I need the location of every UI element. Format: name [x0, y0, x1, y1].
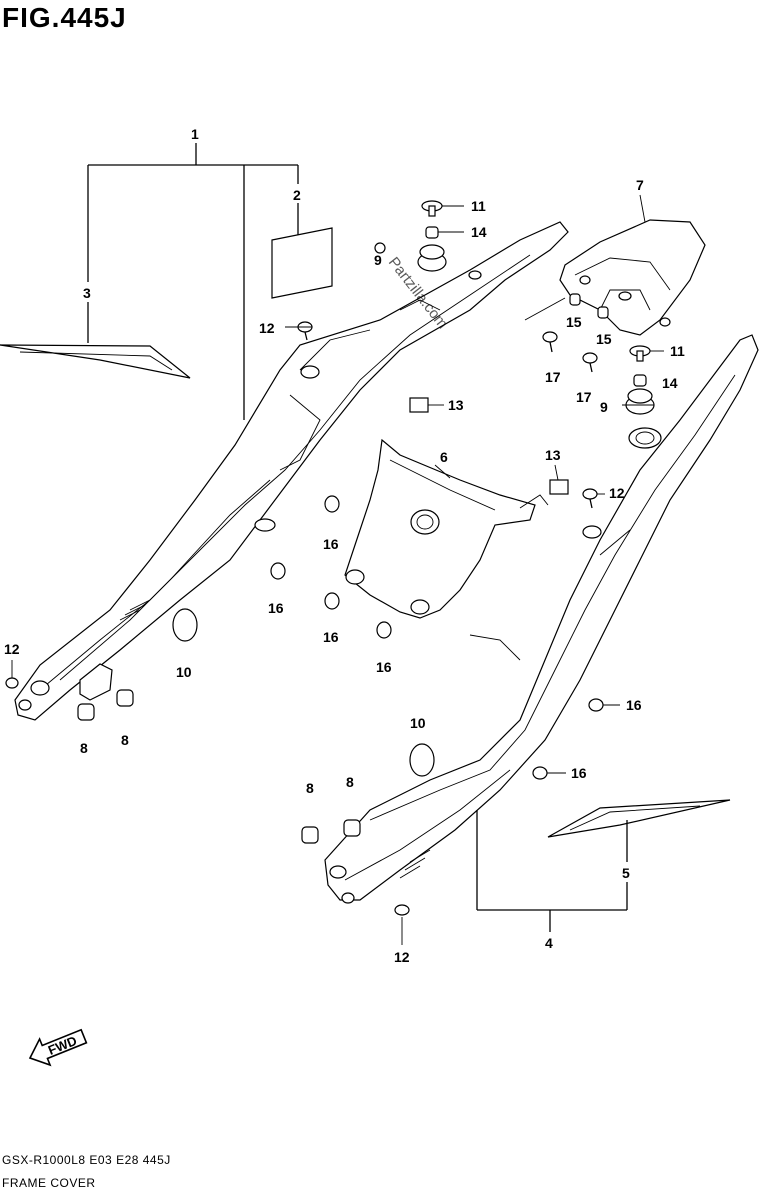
tail-cowl-part-7	[559, 219, 706, 336]
callout-8-c: 8	[306, 780, 314, 796]
callout-16-a: 16	[323, 536, 339, 552]
callout-8-d: 8	[346, 774, 354, 790]
fwd-arrow-icon: FWD	[28, 1028, 88, 1067]
callout-14-a: 14	[471, 224, 487, 240]
bracket-part-1	[87, 143, 299, 420]
callout-15-a: 15	[566, 314, 582, 330]
callout-2: 2	[293, 187, 301, 203]
section-name: FRAME COVER	[2, 1176, 96, 1190]
callout-1: 1	[191, 126, 199, 142]
decal-part-3	[0, 344, 191, 379]
model-code: GSX-R1000L8 E03 E28 445J	[2, 1153, 171, 1167]
collar-15-b	[597, 306, 609, 319]
callout-12-c: 12	[4, 641, 20, 657]
grommet-8-left-b	[116, 689, 134, 707]
callout-16-c: 16	[323, 629, 339, 645]
clip-16-d	[376, 621, 392, 639]
callout-12-b: 12	[609, 485, 625, 501]
screw-12-bottom	[394, 904, 410, 916]
clip-13-right	[549, 479, 569, 495]
callout-3: 3	[83, 285, 91, 301]
callout-9-b: 9	[600, 399, 608, 415]
decal-part-2	[271, 227, 333, 299]
grommet-9-right	[625, 388, 655, 415]
callout-16-b: 16	[268, 600, 284, 616]
callout-16-e: 16	[626, 697, 642, 713]
cushion-10-left	[172, 608, 198, 642]
callout-14-b: 14	[662, 375, 678, 391]
callout-11-b: 11	[670, 343, 685, 359]
screw-11-top	[421, 200, 443, 217]
callout-8-a: 8	[80, 740, 88, 756]
callout-8-b: 8	[121, 732, 129, 748]
decal-part-5	[547, 799, 731, 838]
collar-15-a	[569, 293, 581, 306]
screw-11-right	[629, 345, 651, 362]
callout-17-b: 17	[576, 389, 592, 405]
fwd-arrow-label: FWD	[46, 1033, 79, 1058]
grommet-9-top	[374, 242, 447, 272]
callout-13-a: 13	[448, 397, 464, 413]
callout-17-a: 17	[545, 369, 561, 385]
collar-14-top	[425, 226, 439, 239]
figure-title: FIG.445J	[2, 2, 127, 33]
screw-17-a	[542, 331, 558, 353]
callout-labels: 1 2 3 4 5 6 7 8 8 8 8 9 9 10 10 11 11 12…	[4, 126, 685, 965]
callout-12-d: 12	[394, 949, 410, 965]
callout-5: 5	[622, 865, 630, 881]
callout-6: 6	[440, 449, 448, 465]
callout-13-b: 13	[545, 447, 561, 463]
screw-12-center	[582, 488, 598, 509]
bracket-part-4	[476, 810, 628, 932]
collar-14-right	[633, 374, 647, 387]
grommet-8-right-b	[343, 819, 361, 837]
cushion-10-right	[409, 743, 435, 777]
callout-11-a: 11	[471, 198, 486, 214]
callout-15-b: 15	[596, 331, 612, 347]
clip-16-f	[532, 766, 548, 780]
grommet-8-left-a	[77, 703, 95, 721]
left-frame-cover	[14, 221, 569, 721]
clip-16-a	[324, 495, 340, 513]
clip-16-e	[588, 698, 604, 712]
clip-13-left	[409, 397, 429, 413]
callout-4: 4	[545, 935, 553, 951]
callout-10-b: 10	[410, 715, 426, 731]
callout-16-d: 16	[376, 659, 392, 675]
grommet-8-right-a	[301, 826, 319, 844]
callout-16-f: 16	[571, 765, 587, 781]
center-cover-part-6	[344, 438, 549, 619]
screw-17-b	[582, 352, 598, 373]
right-frame-cover	[324, 334, 759, 904]
clip-16-b	[270, 562, 286, 580]
leader-lines	[11, 194, 664, 945]
screw-12-left	[5, 677, 19, 689]
screw-12-top	[297, 321, 313, 341]
clip-16-c	[324, 592, 340, 610]
callout-10-a: 10	[176, 664, 192, 680]
callout-7: 7	[636, 177, 644, 193]
callout-12-a: 12	[259, 320, 275, 336]
callout-9-a: 9	[374, 252, 382, 268]
